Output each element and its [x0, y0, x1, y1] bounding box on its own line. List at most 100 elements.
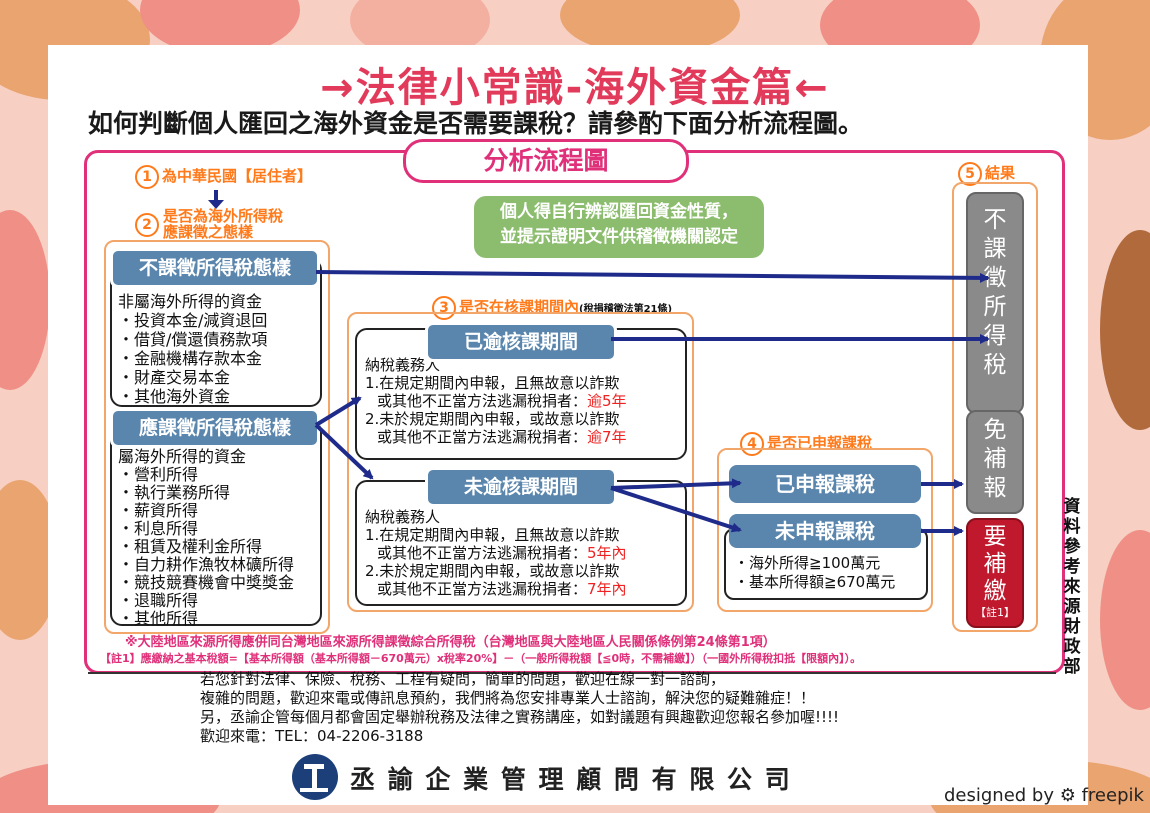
page-title: →法律小常識-海外資金篇← [320, 65, 830, 111]
result-note-tag: 【註1】 [975, 606, 1015, 619]
result-must-pay-char: 繳 [983, 578, 1007, 604]
result-exempt-char: 報 [983, 475, 1007, 501]
not-expired-line1a: 1.在規定期間內申報，且無故意以詐欺 [365, 526, 620, 544]
arrow-non-taxable-to-result [315, 270, 990, 283]
step-1-number: 1 [135, 165, 159, 189]
list-item: ・競技競賽機會中獎獎金 [118, 573, 295, 592]
not-expired-text: 納稅義務人 1.在規定期間內申報，且無故意以詐欺 或其他不正當方法逃漏稅捐者： 5… [365, 508, 627, 598]
result-exempt-char: 免 [983, 417, 1007, 443]
footer-line: 歡迎來電：TEL：04-2206-3188 [200, 727, 424, 745]
green-note-line2: 並提示證明文件供稽徵機關認定 [500, 227, 738, 247]
company-name: 丞 諭 企 業 管 理 顧 問 有 限 公 司 [350, 765, 792, 794]
source-char: 財 [1063, 617, 1081, 637]
step-5-number: 5 [958, 162, 982, 186]
list-item: ・租賃及權利金所得 [118, 537, 263, 556]
result-must-pay-char: 要 [983, 524, 1007, 550]
non-taxable-tag: 不課徵所得稅態樣 [110, 248, 320, 288]
source-char: 料 [1063, 517, 1081, 537]
expired-text: 納稅義務人 1.在規定期間內申報，且無故意以詐欺 或其他不正當方法逃漏稅捐者：逾… [365, 356, 627, 446]
list-item: ・利息所得 [118, 519, 199, 538]
expired-line1a: 1.在規定期間內申報，且無故意以詐欺 [365, 374, 620, 392]
taxable-heading: 屬海外所得的資金 [118, 447, 247, 466]
list-item: ・借貸/償還債務款項 [118, 330, 268, 349]
step-2: 2 是否為海外所得稅 應課徵之態樣 [135, 208, 283, 240]
expired-line2b: 或其他不正當方法逃漏稅捐者： [377, 428, 588, 446]
result-no-tax-char: 所 [983, 294, 1007, 320]
arrow-not-expired-to-declared [610, 478, 742, 490]
result-must-pay-char: 補 [983, 551, 1007, 577]
expired-heading: 納稅義務人 [365, 356, 441, 374]
footer-line: 另，丞諭企管每個月都會固定舉辦稅務及法律之實務講座，如對議題有興趣歡迎您報名參加… [200, 708, 840, 726]
green-note: 個人得自行辨認匯回資金性質， 並提示證明文件供稽徵機關認定 [474, 196, 764, 258]
taxable-list: 屬海外所得的資金 ・營利所得 ・執行業務所得 ・薪資所得 ・利息所得 ・租賃及權… [118, 448, 294, 628]
not-expired-line2c: 7年內 [587, 580, 627, 598]
footer-line: 若您針對法律、保險、稅務、工程有疑問，簡單的問題，歡迎在線一對一諮詢， [200, 670, 726, 688]
step-3-number: 3 [432, 296, 456, 320]
not-expired-tag: 未逾核課期間 [425, 467, 617, 507]
mainland-note: ※大陸地區來源所得應併同台灣地區來源所得課徵綜合所得稅（台灣地區與大陸地區人民關… [125, 635, 776, 650]
result-must-pay: 要 補 繳 【註1】 [966, 518, 1024, 628]
step-3-label: 是否在核課期間內 [459, 298, 580, 316]
list-item: ・自力耕作漁牧林礦所得 [118, 555, 295, 574]
list-item: ・營利所得 [118, 465, 199, 484]
group-frame-step3 [347, 312, 694, 612]
list-item: ・其他所得 [118, 609, 199, 628]
step-2-line2: 應課徵之態樣 [163, 223, 254, 241]
arrow-taxable-to-expired [314, 396, 362, 427]
company-logo-icon [292, 754, 338, 800]
list-item: ・投資本金/減資退回 [118, 311, 268, 330]
source-char: 考 [1063, 557, 1081, 577]
source-char: 資 [1063, 497, 1081, 517]
list-item: ・薪資所得 [118, 501, 199, 520]
list-item: ・財產交易本金 [118, 368, 231, 387]
group-frame-step5 [952, 182, 1038, 632]
credit-text: designed by ⚙ freepik [944, 785, 1144, 806]
green-note-line1: 個人得自行辨認匯回資金性質， [500, 202, 738, 222]
result-exempt: 免 補 報 [966, 410, 1024, 514]
step-1-label: 為中華民國【居住者】 [162, 167, 313, 185]
result-no-tax-char: 稅 [983, 352, 1007, 378]
step-1-arrow-line [214, 190, 218, 202]
footer-text: 若您針對法律、保險、稅務、工程有疑問，簡單的問題，歡迎在線一對一諮詢， 複雜的問… [200, 670, 839, 746]
undeclared-line2: ・基本所得額≧670萬元 [734, 573, 896, 591]
step-4-number: 4 [740, 432, 764, 456]
expired-line2c: 逾7年 [587, 428, 627, 446]
taxable-block: 屬海外所得的資金 ・營利所得 ・執行業務所得 ・薪資所得 ・利息所得 ・租賃及權… [110, 420, 322, 628]
arrow-not-expired-to-undeclared [610, 486, 742, 533]
not-expired-line2a: 2.未於規定期間內申報，或故意以詐欺 [365, 562, 620, 580]
taxable-tag: 應課徵所得稅態樣 [110, 408, 320, 448]
divider [88, 672, 1056, 674]
expired-line2a: 2.未於規定期間內申報，或故意以詐欺 [365, 410, 620, 428]
not-expired-line2b: 或其他不正當方法逃漏稅捐者： [377, 580, 588, 598]
result-no-tax-char: 課 [983, 236, 1007, 262]
not-expired-heading: 納稅義務人 [365, 508, 441, 526]
source-vertical: 資 料 參 考 來 源 財 政 部 [1062, 497, 1082, 677]
source-char: 參 [1063, 537, 1081, 557]
result-no-tax-char: 不 [983, 207, 1007, 233]
page-subtitle: 如何判斷個人匯回之海外資金是否需要課稅？請參酌下面分析流程圖。 [88, 109, 864, 138]
undeclared-text: ・海外所得≧100萬元 ・基本所得額≧670萬元 [734, 554, 895, 592]
list-item: ・執行業務所得 [118, 483, 231, 502]
list-item: ・金融機構存款本金 [118, 349, 263, 368]
flowchart-title: 分析流程圖 [403, 139, 689, 183]
declared-tag: 已申報課稅 [729, 465, 921, 503]
expired-tag: 已逾核課期間 [425, 322, 617, 362]
step-2-number: 2 [135, 213, 159, 237]
list-item: ・退職所得 [118, 591, 199, 610]
source-char: 來 [1063, 577, 1081, 597]
not-expired-line1c: 5年內 [587, 544, 627, 562]
result-no-tax-char: 徵 [983, 265, 1007, 291]
footer-line: 複雜的問題，歡迎來電或傳訊息預約，我們將為您安排專業人士諮詢，解決您的疑難雜症！… [200, 689, 816, 707]
source-char: 源 [1063, 597, 1081, 617]
source-char: 政 [1063, 637, 1081, 657]
step-5-label: 結果 [985, 164, 1016, 182]
expired-line1c: 逾5年 [587, 392, 627, 410]
result-exempt-char: 補 [983, 446, 1007, 472]
non-taxable-list: 非屬海外所得的資金 ・投資本金/減資退回 ・借貸/償還債務款項 ・金融機構存款本… [118, 292, 267, 406]
note-1: 【註1】應繳納之基本稅額=【基本所得額（基本所得額－670萬元）x稅率20%】－… [100, 652, 862, 665]
undeclared-line1: ・海外所得≧100萬元 [734, 554, 881, 572]
